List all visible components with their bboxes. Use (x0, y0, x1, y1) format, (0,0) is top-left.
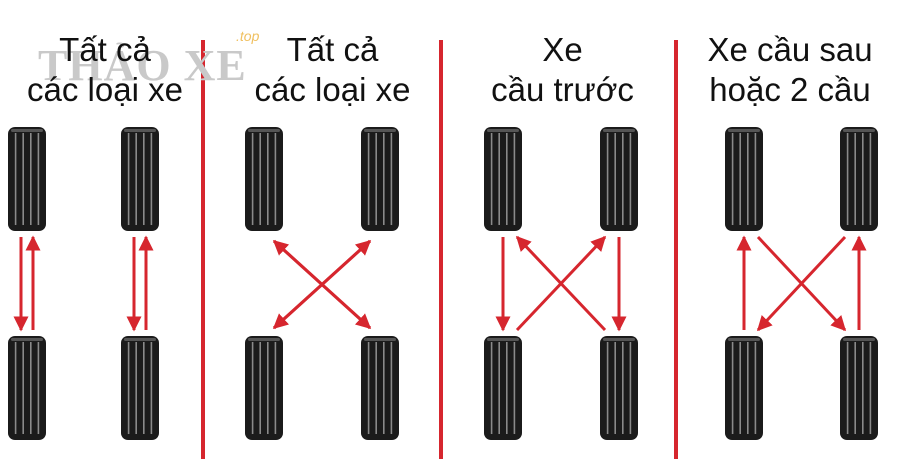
panel-3-title: Xe cầu trước (455, 30, 670, 110)
panel-2-title-line2: các loại xe (254, 71, 411, 108)
panel-1-tire-front-left (8, 127, 46, 231)
divider-1 (201, 40, 205, 459)
panel-4-tire-front-right (840, 127, 878, 231)
panel-2-tire-rear-left (245, 336, 283, 440)
panel-3-title-line1: Xe (542, 31, 583, 68)
panel-4-arrow-front-right-to-rear-left (756, 235, 847, 332)
panel-2-tire-front-right (361, 127, 399, 231)
panel-4-title-line2: hoặc 2 cầu (709, 71, 871, 108)
panel-3-title-line2: cầu trước (491, 71, 634, 108)
panel-1-tire-front-right (121, 127, 159, 231)
panel-3-tire-rear-right (600, 336, 638, 440)
panel-1-tire-rear-right (121, 336, 159, 440)
panel-4-tire-rear-left (725, 336, 763, 440)
panel-1-title-line1: Tất cả (59, 31, 151, 68)
panel-2-tire-rear-right (361, 336, 399, 440)
panel-3-tire-front-right (600, 127, 638, 231)
panel-4-title: Xe cầu sau hoặc 2 cầu (680, 30, 900, 110)
panel-3-tire-front-left (484, 127, 522, 231)
watermark-suffix: .top (236, 28, 260, 44)
panel-1-title: Tất cả các loại xe (0, 30, 210, 110)
panel-2-title-line1: Tất cả (286, 31, 379, 68)
panel-1-tire-rear-left (8, 336, 46, 440)
divider-3 (674, 40, 678, 459)
panel-3-arrow-rear-right-to-front-left (515, 235, 607, 332)
panel-3-tire-rear-left (484, 336, 522, 440)
panel-4-tire-front-left (725, 127, 763, 231)
panel-1-title-line2: các loại xe (27, 71, 183, 108)
divider-2 (439, 40, 443, 459)
panel-4-tire-rear-right (840, 336, 878, 440)
panel-2-title: Tất cả các loại xe (225, 30, 440, 110)
panel-2-tire-front-left (245, 127, 283, 231)
panel-4-title-line1: Xe cầu sau (707, 31, 873, 68)
watermark-brand: THẢO XE (38, 41, 247, 90)
panel-2-arrow-cross-2-back (272, 239, 372, 330)
